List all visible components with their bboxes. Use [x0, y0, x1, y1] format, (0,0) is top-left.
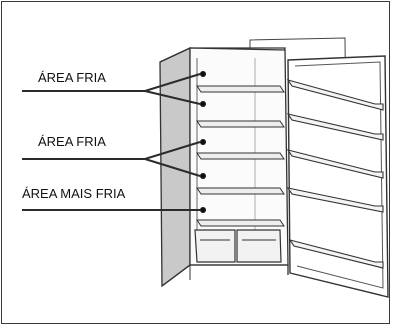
cabinet-side-wall: [159, 46, 191, 288]
leader-lines: [22, 73, 201, 211]
zone-dots: [200, 71, 206, 213]
label-cold-area-middle: ÁREA FRIA: [38, 134, 106, 149]
door-bin-5: [288, 239, 384, 269]
zone-dot-1: [200, 71, 206, 77]
drawer-right: [236, 229, 282, 263]
door-panel: [287, 55, 389, 298]
shelves: [196, 85, 285, 227]
label-coldest-area: ÁREA MAIS FRIA: [22, 186, 126, 201]
zone-dot-4: [200, 173, 206, 179]
door-bin-4: [286, 187, 384, 213]
shelf-3: [196, 152, 285, 160]
door-bin-1: [286, 79, 384, 111]
zone-dot-2: [200, 101, 206, 107]
shelf-5: [196, 219, 285, 227]
leader-upper: [22, 73, 201, 105]
leader-middle: [22, 141, 201, 177]
shelf-2: [196, 120, 285, 128]
door-bin-2: [286, 113, 384, 141]
open-door: [286, 55, 389, 298]
zone-dot-5: [200, 207, 206, 213]
shelf-1: [196, 85, 285, 93]
door-bin-3: [286, 149, 384, 179]
label-cold-area-upper: ÁREA FRIA: [38, 70, 106, 85]
crisper-drawers: [194, 229, 282, 263]
diagram-frame: [1, 1, 390, 324]
zone-dot-3: [200, 139, 206, 145]
shelf-4: [196, 187, 285, 195]
cabinet-bottom: [161, 264, 289, 287]
drawer-left: [194, 229, 236, 263]
